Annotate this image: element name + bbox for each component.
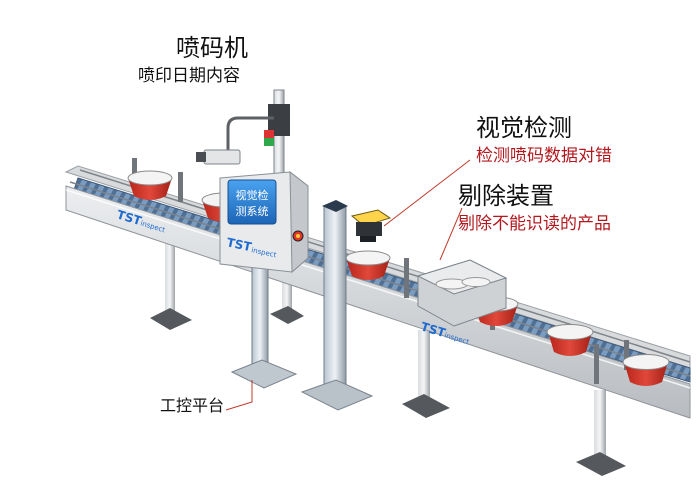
callout-line-reject	[439, 207, 463, 261]
callout-line-vision	[383, 159, 471, 227]
cabinet-screen	[227, 179, 277, 225]
leg	[576, 390, 626, 476]
leg	[270, 268, 304, 324]
leg	[150, 218, 192, 330]
brand-logo-tst: TST	[225, 235, 253, 254]
reject-description: 剔除不能识读的产品	[458, 214, 611, 234]
printer-description: 喷印日期内容	[138, 66, 240, 86]
callout-line-platform	[225, 380, 253, 411]
product-bowl	[345, 250, 391, 280]
callout-lines	[225, 159, 471, 411]
print-head	[203, 149, 241, 165]
cabinet-screen-line-1: 视觉检	[236, 188, 269, 202]
product-bowl	[622, 354, 670, 386]
control-platform-label: 工控平台	[160, 396, 225, 415]
vision-description: 检测喷码数据对错	[476, 146, 612, 166]
product-bowl	[127, 170, 173, 200]
printer-title: 喷码机	[176, 34, 248, 62]
conveyor-legs	[150, 218, 626, 476]
control-platform	[230, 257, 298, 389]
vision-cabinet: 视觉检 测系统	[219, 170, 309, 274]
vision-camera	[350, 209, 392, 242]
reject-title: 剔除装置	[458, 182, 554, 210]
sensor-pillar	[300, 200, 374, 411]
cabinet-screen-line-2: 测系统	[236, 205, 269, 218]
vision-title: 视觉检测	[476, 114, 572, 142]
leg	[402, 330, 450, 418]
reject-bin	[416, 259, 508, 327]
product-bowl	[546, 324, 594, 356]
